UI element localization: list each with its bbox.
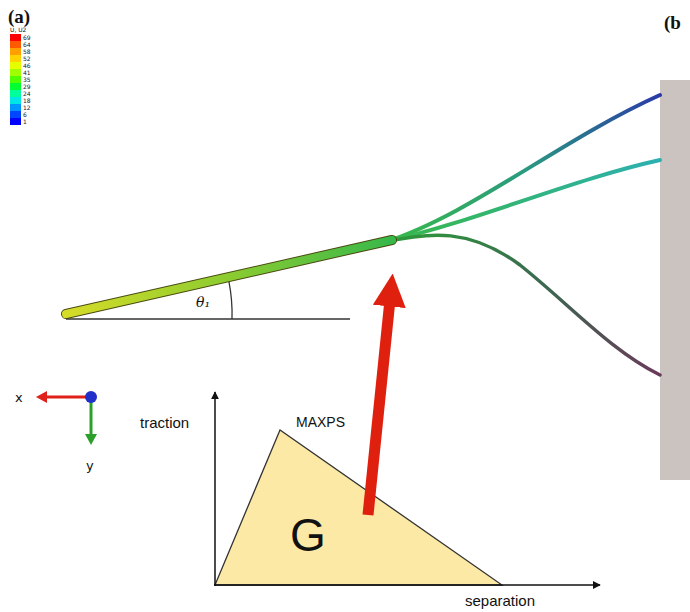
legend-entry: 35 [10,76,31,83]
z-axis-dot [85,391,97,403]
legend-value: 35 [23,77,31,83]
angle-arc [229,282,232,319]
legend-entry: 52 [10,55,31,62]
legend-swatch [10,118,21,125]
beam-branch [385,95,660,242]
axis-name: x [15,390,23,405]
legend-swatch [10,48,21,55]
legend-swatch [10,55,21,62]
y-axis-arrow [90,400,93,436]
legend-value: 1 [23,119,27,125]
separation-axis [214,584,600,586]
traction-axis [214,392,216,586]
legend-value: 41 [23,70,31,76]
legend-swatch [10,69,21,76]
axis-title: traction [140,414,189,431]
legend-entry: 41 [10,69,31,76]
legend-value: 6 [23,112,27,118]
legend-value: 69 [23,35,31,41]
legend-value: 58 [23,49,31,55]
legend-entry: 12 [10,104,31,111]
cohesive-law-triangle [215,430,502,585]
beam [66,240,392,314]
y-axis-head [85,434,97,445]
legend-value: 64 [23,42,31,48]
legend-value: 29 [23,84,31,90]
legend-entry: 1 [10,118,27,125]
beam-branch [385,160,660,242]
legend-entry: 58 [10,48,31,55]
legend-swatch [10,34,21,41]
legend-entry: 46 [10,62,31,69]
beam-outline [66,240,392,314]
legend-value: 46 [23,63,31,69]
panel-label: (a) [8,6,30,28]
legend-entry: 24 [10,90,31,97]
legend-value: 52 [23,56,31,62]
legend-entry: 6 [10,111,27,118]
reference-line [66,318,350,319]
legend-swatch [10,41,21,48]
x-axis-head [36,391,47,403]
legend-entry: 64 [10,41,31,48]
legend-swatch [10,97,21,104]
axis-title: separation [465,592,535,609]
legend-value: 18 [23,98,31,104]
beam-branch [385,235,660,375]
legend-swatch [10,76,21,83]
pointer-arrow [368,290,391,515]
axis-name: y [86,458,94,473]
legend-swatch [10,90,21,97]
angle-symbol: θ₁ [196,294,210,310]
legend-swatch [10,62,21,69]
legend-swatch [10,104,21,111]
legend-swatch [10,111,21,118]
legend-value: 24 [23,91,31,97]
peak-label: MAXPS [296,414,345,430]
energy-symbol: G [290,508,326,562]
legend-swatch [10,83,21,90]
legend-value: 12 [23,105,31,111]
legend-title: U, U2 [10,26,26,33]
legend-entry: 18 [10,97,31,104]
legend-entry: 69 [10,34,31,41]
panel-label: (b [664,12,681,34]
wall [660,80,690,480]
x-axis-arrow [44,396,88,399]
legend-entry: 29 [10,83,31,90]
